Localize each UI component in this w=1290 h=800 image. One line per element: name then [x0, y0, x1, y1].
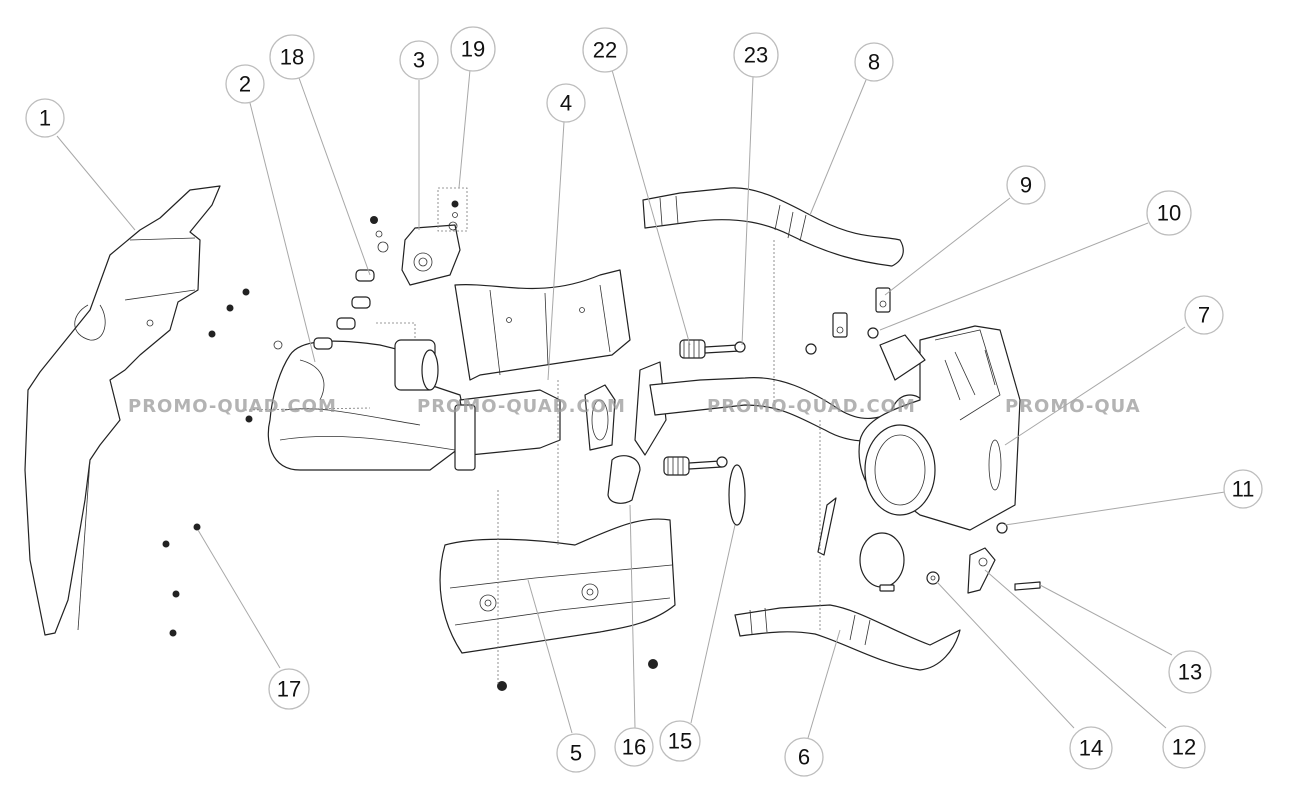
watermark-text: PROMO-QUAD.COM: [707, 396, 916, 417]
callout-label: 11: [1232, 477, 1255, 502]
callout-16[interactable]: 16: [614, 727, 654, 767]
part-rubber-dampers: [313, 216, 389, 350]
callout-label: 3: [413, 48, 425, 73]
leader-16: [629, 504, 636, 729]
callout-label: 23: [744, 43, 768, 68]
leader-12: [984, 569, 1167, 729]
watermark-text: PROMO-QUA: [1005, 396, 1141, 417]
watermark-text: PROMO-QUAD.COM: [128, 396, 337, 417]
leader-17: [197, 529, 281, 669]
callout-14[interactable]: 14: [1069, 726, 1113, 770]
callout-4[interactable]: 4: [546, 83, 586, 123]
callout-label: 7: [1198, 303, 1210, 328]
part-muffler-brackets: [805, 287, 891, 355]
leader-5: [527, 579, 573, 734]
part-heat-shield-mid-lower: [734, 604, 961, 671]
callout-19[interactable]: 19: [450, 26, 496, 72]
leader-13: [1039, 584, 1173, 656]
callout-label: 15: [668, 729, 692, 754]
leader-9: [884, 197, 1011, 296]
leader-1: [56, 135, 136, 231]
callout-label: 13: [1178, 660, 1202, 685]
leader-7: [1004, 326, 1186, 446]
part-heat-shield-lower: [439, 518, 676, 691]
part-heat-shield-left: [24, 185, 221, 636]
callout-6[interactable]: 6: [784, 737, 824, 777]
watermark-text: PROMO-QUAD.COM: [417, 396, 626, 417]
callout-label: 6: [798, 745, 810, 770]
part-hose-clamp: [728, 464, 746, 526]
callout-15[interactable]: 15: [659, 720, 701, 762]
callout-label: 18: [280, 45, 304, 70]
callout-label: 14: [1079, 736, 1103, 761]
leader-15: [690, 524, 736, 724]
callout-label: 10: [1157, 201, 1181, 226]
leader-8: [809, 79, 867, 216]
leader-22: [611, 69, 691, 346]
callout-label: 2: [239, 72, 251, 97]
callout-18[interactable]: 18: [269, 34, 315, 80]
callout-17[interactable]: 17: [268, 668, 310, 710]
leader-2: [249, 102, 316, 363]
part-springs: [663, 339, 706, 476]
leader-19: [458, 69, 471, 189]
callout-1[interactable]: 1: [25, 98, 65, 138]
callout-7[interactable]: 7: [1184, 295, 1224, 335]
callout-8[interactable]: 8: [854, 42, 894, 82]
callout-2[interactable]: 2: [225, 64, 265, 104]
part-header-bracket: [401, 224, 461, 286]
callout-23[interactable]: 23: [733, 32, 779, 78]
callout-label: 16: [622, 735, 646, 760]
callout-label: 22: [593, 38, 617, 63]
callout-label: 8: [868, 50, 880, 75]
part-bolt-set: [437, 187, 468, 232]
leader-18: [298, 77, 371, 276]
callout-3[interactable]: 3: [399, 40, 439, 80]
callout-label: 9: [1020, 173, 1032, 198]
callout-label: 5: [570, 741, 582, 766]
callout-9[interactable]: 9: [1006, 165, 1046, 205]
callout-12[interactable]: 12: [1162, 725, 1206, 769]
part-screws: [162, 288, 283, 637]
part-lower-hardware: [817, 497, 1041, 594]
leader-14: [936, 581, 1075, 729]
leader-4: [547, 121, 565, 381]
callout-22[interactable]: 22: [582, 27, 628, 73]
leader-11: [1004, 491, 1226, 526]
callout-10[interactable]: 10: [1146, 190, 1192, 236]
assembly-lines: [244, 240, 821, 685]
part-heat-shield-mid-upper: [642, 187, 904, 267]
callout-label: 12: [1172, 735, 1196, 760]
callout-13[interactable]: 13: [1168, 650, 1212, 694]
callout-5[interactable]: 5: [556, 733, 596, 773]
callout-label: 4: [560, 91, 572, 116]
leader-23: [741, 76, 754, 346]
watermarks: PROMO-QUAD.COM PROMO-QUAD.COM PROMO-QUAD…: [128, 396, 1141, 417]
callout-label: 1: [39, 106, 51, 131]
leader-10: [879, 222, 1149, 331]
part-gasket: [607, 455, 641, 504]
callout-11[interactable]: 11: [1223, 469, 1263, 509]
callout-label: 19: [461, 37, 485, 62]
callout-label: 17: [277, 677, 301, 702]
leader-lines: [56, 69, 1226, 739]
part-exhaust-header: [267, 339, 616, 471]
part-muffler: [858, 325, 1021, 531]
part-heat-shield-upper: [454, 269, 631, 381]
leader-6: [807, 629, 841, 739]
callout-bubbles: 1 2 3 4 5 6 7 8 9 10 11 12 13 14 15 16 1…: [25, 26, 1263, 777]
